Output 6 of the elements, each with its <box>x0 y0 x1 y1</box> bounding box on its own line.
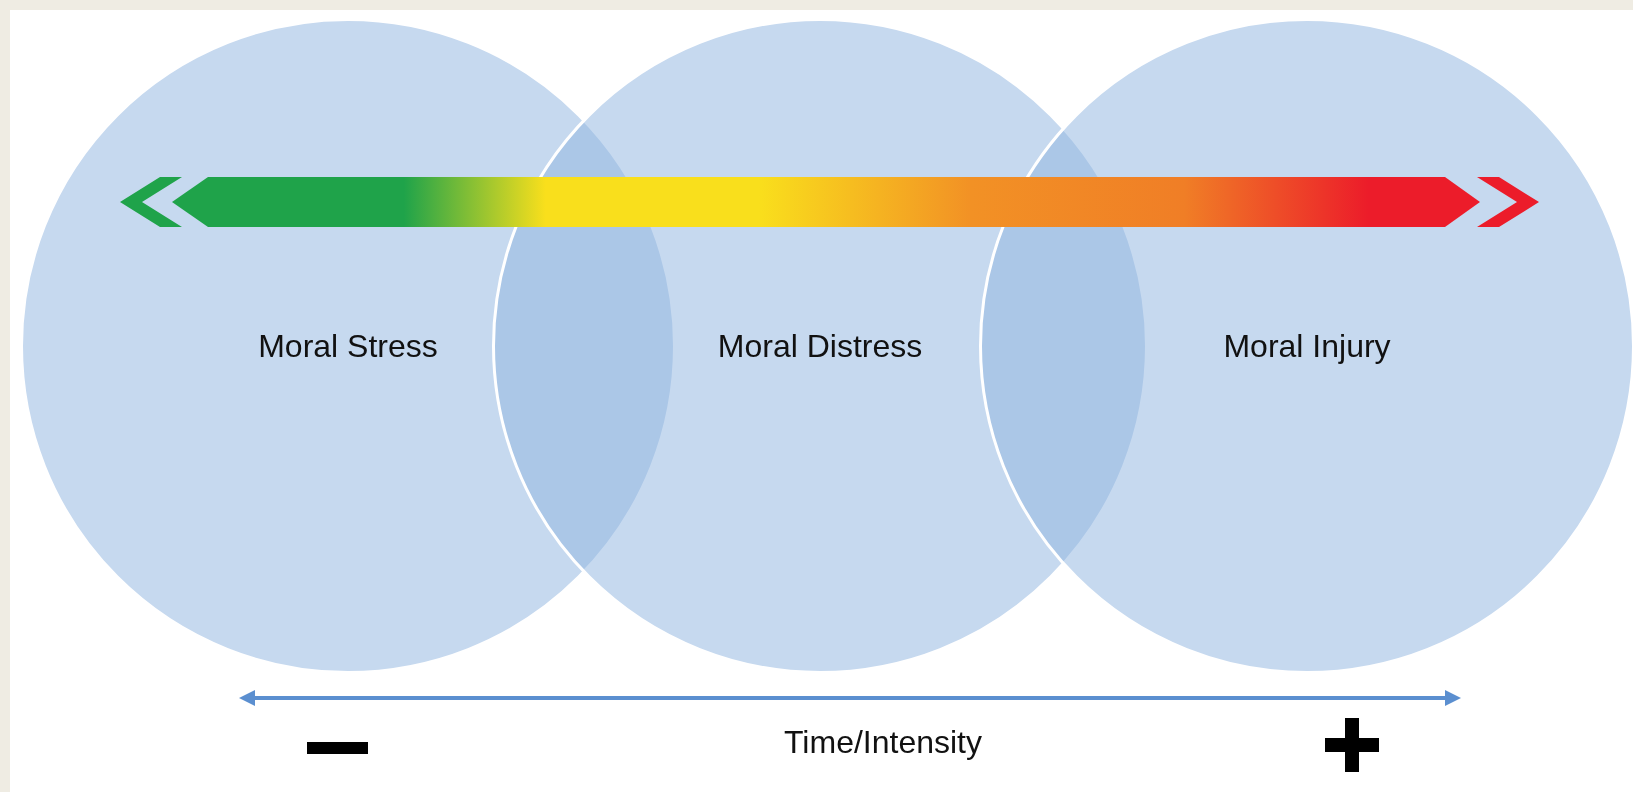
circle-label: Moral Stress <box>258 327 438 365</box>
axis-label: Time/Intensity <box>784 723 982 761</box>
circle-label: Moral Distress <box>717 327 923 365</box>
gradient-scale-bar <box>120 177 1539 227</box>
axis-arrow <box>239 690 1461 706</box>
circle-label: Moral Injury <box>1223 327 1391 365</box>
